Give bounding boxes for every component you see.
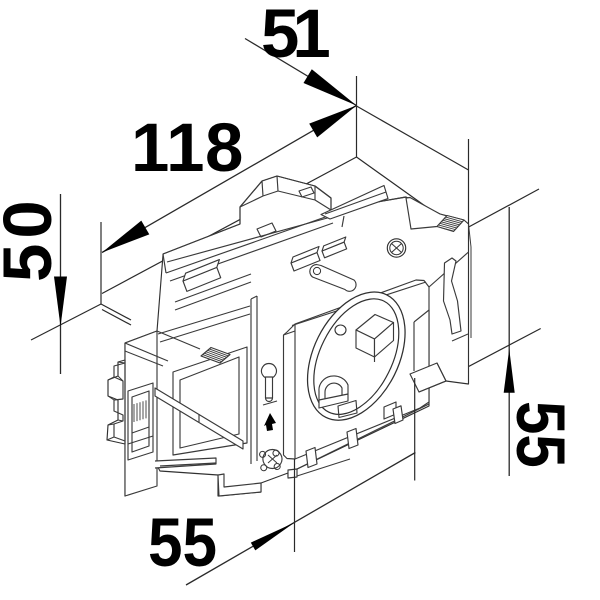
- svg-text:50: 50: [0, 195, 66, 282]
- svg-text:55: 55: [502, 401, 580, 468]
- svg-text:51: 51: [261, 0, 329, 72]
- svg-text:118: 118: [131, 109, 244, 186]
- svg-text:55: 55: [148, 504, 217, 581]
